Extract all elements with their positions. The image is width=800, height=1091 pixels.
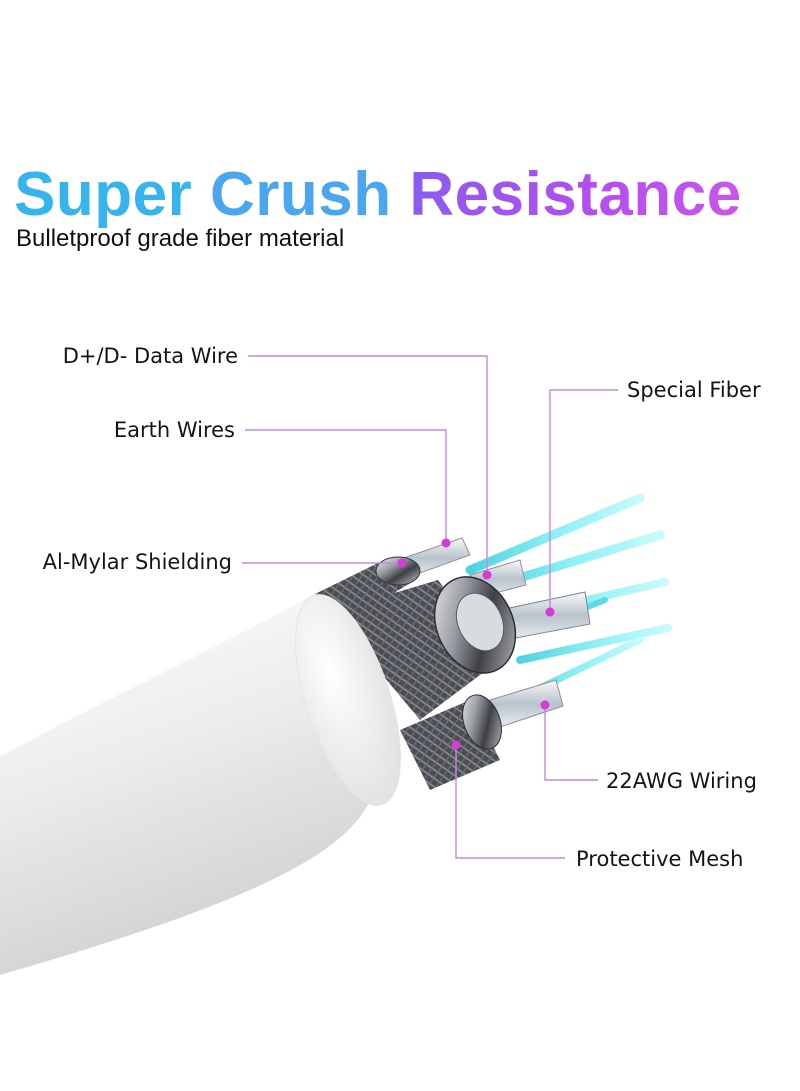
leader-lines [242,355,618,859]
subtitle: Bulletproof grade fiber material [16,225,345,252]
fiber-strand [516,624,672,664]
callout-label-data-wire: D+/D- Data Wire [62,344,238,368]
callout-dot-shielding [397,558,407,568]
headline-word-super: Super [14,160,193,229]
inner-cores [315,556,517,790]
callout-label-earth-wires: Earth Wires [113,418,235,442]
callout-dot-special-fiber [545,607,555,617]
callout-dot-mesh [451,740,461,750]
callout-dots [397,538,555,750]
callout-dot-earth-wires [441,538,451,548]
leader-line-data-wire [248,355,488,573]
leader-line-earth-wires [245,429,447,543]
callout-dot-data-wire [482,570,492,580]
leader-line-wiring [544,707,598,781]
cable-jacket-face [295,594,401,806]
leader-line-mesh [455,745,565,859]
awg-wire-tip [489,679,564,729]
headline-word-resistance: Resistance [409,160,742,229]
headline-word-crush: Crush [209,160,392,229]
callout-label-special-fiber: Special Fiber [627,378,761,402]
callout-label-shielding: Al-Mylar Shielding [42,550,232,574]
leader-line-special-fiber [549,389,618,612]
callout-label-mesh: Protective Mesh [576,847,744,871]
core-ring-top [375,556,421,586]
core-ring-bottom [462,694,502,750]
callout-label-wiring: 22AWG Wiring [606,769,757,793]
fiber-strand [465,493,645,575]
callout-dot-wiring [540,700,550,710]
headline: Super Crush Resistance [14,160,742,230]
cable-jacket [0,593,401,975]
